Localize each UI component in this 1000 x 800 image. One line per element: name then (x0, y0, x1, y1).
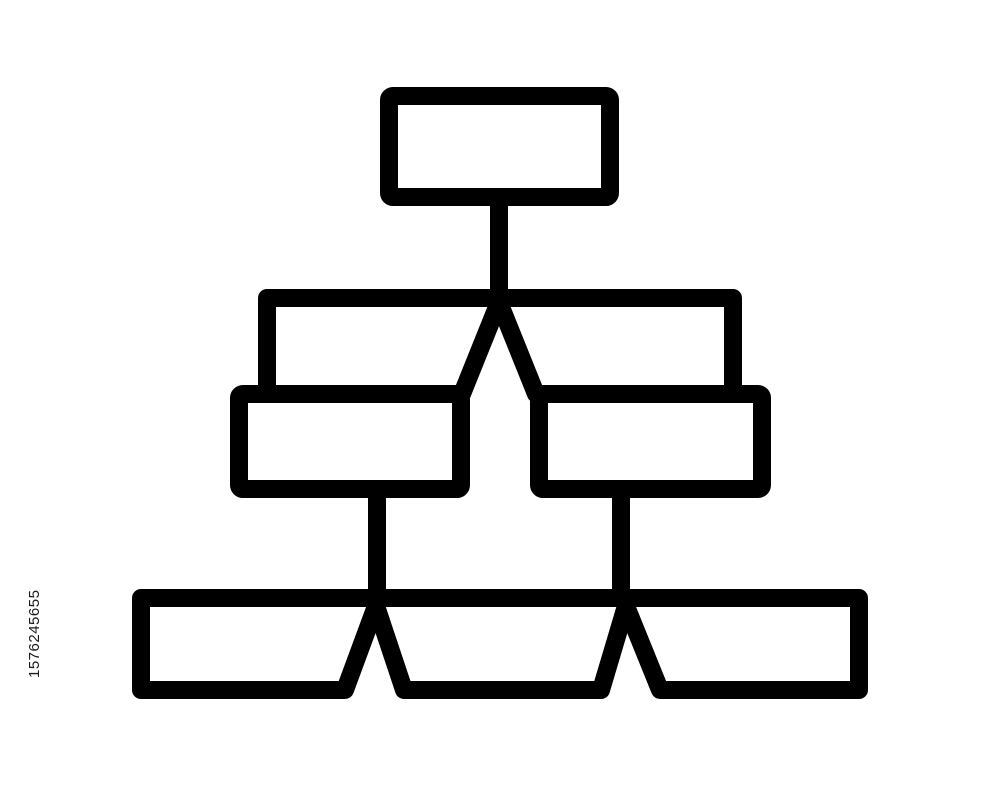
tier3-right-node-box (530, 385, 771, 498)
bottom-tier-node-box (132, 589, 868, 699)
tier3-left-node-box (230, 385, 470, 498)
root-node-box (380, 87, 619, 206)
tier2-notch (453, 293, 545, 403)
